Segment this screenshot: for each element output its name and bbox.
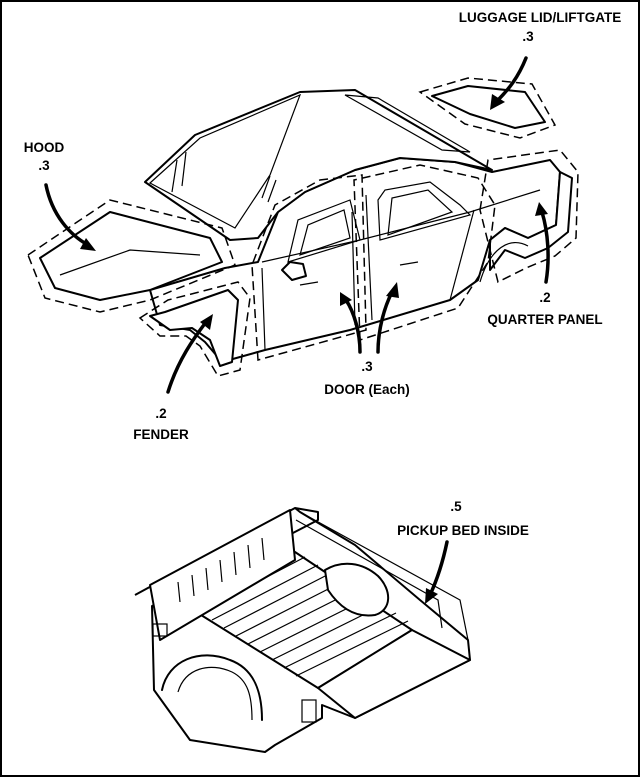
quarter-panel-arrow xyxy=(540,210,550,284)
luggage-lid-label: LUGGAGE LID/LIFTGATE xyxy=(459,10,622,25)
sedan-leader-arrows xyxy=(44,56,550,394)
fender-label: FENDER xyxy=(133,427,189,442)
pickup-bed-label: PICKUP BED INSIDE xyxy=(397,523,529,538)
luggage-lid-arrow xyxy=(496,56,528,102)
sedan-drawing xyxy=(39,85,573,367)
door-label: DOOR (Each) xyxy=(324,382,410,397)
hood-label: HOOD xyxy=(24,140,65,155)
door-arrow-front xyxy=(344,298,362,354)
luggage-lid-value: .3 xyxy=(522,29,534,44)
pickup-bed-drawing xyxy=(134,507,471,753)
sedan-coverage-outlines xyxy=(27,77,579,377)
pickup-bed-arrow-group xyxy=(425,540,449,604)
pickup-bed-value: .5 xyxy=(450,499,462,514)
labels: LUGGAGE LID/LIFTGATE .3 HOOD .3 .2 QUART… xyxy=(24,10,622,538)
pickup-bed-arrow xyxy=(428,540,449,597)
door-value: .3 xyxy=(361,359,373,374)
hood-arrow xyxy=(44,183,90,247)
fender-value: .2 xyxy=(155,406,166,421)
quarter-panel-value: .2 xyxy=(539,290,550,305)
quarter-panel-label: QUARTER PANEL xyxy=(487,312,602,327)
hood-value: .3 xyxy=(38,158,50,173)
fender-arrow xyxy=(166,320,208,394)
